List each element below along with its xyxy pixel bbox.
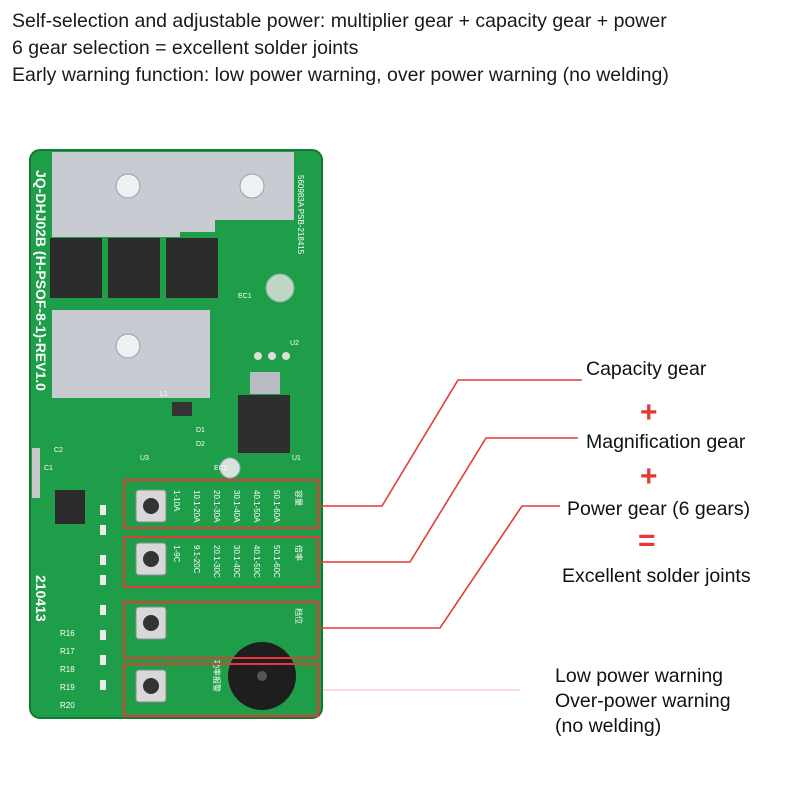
svg-text:倍率: 倍率 (294, 545, 304, 561)
svg-text:EC2: EC2 (214, 465, 228, 472)
mount-hole-1 (115, 173, 141, 199)
svg-text:EC1: EC1 (238, 293, 252, 300)
header-pins (32, 448, 40, 498)
svg-text:C1: C1 (44, 465, 53, 472)
header-text: Self-selection and adjustable power: mul… (12, 8, 669, 89)
inductor (172, 402, 192, 416)
svg-text:40.1-50C: 40.1-50C (252, 545, 261, 578)
svg-text:U1: U1 (292, 455, 301, 462)
button-4[interactable] (135, 669, 167, 703)
box-warning (123, 663, 319, 717)
callout-lines (318, 379, 582, 629)
callout-equals: = (638, 524, 656, 557)
chip-text: 560983A PSB-218415 (296, 175, 305, 255)
svg-text:R19: R19 (60, 683, 75, 692)
svg-text:R20: R20 (60, 701, 75, 710)
small-capacitor (219, 457, 241, 479)
callout-magnification: Magnification gear (586, 431, 746, 453)
svg-text:U2: U2 (290, 340, 299, 347)
svg-text:40.1-50A: 40.1-50A (252, 490, 261, 523)
electrolytic-capacitor (265, 273, 295, 303)
range-row-3: 档位 (294, 608, 304, 624)
svg-text:30.1-40C: 30.1-40C (232, 545, 241, 578)
svg-text:容量: 容量 (294, 490, 304, 506)
board-date-code: 210413 (33, 575, 49, 622)
box-capacity (123, 479, 319, 529)
svg-text:R18: R18 (60, 665, 75, 674)
regulator-tab (250, 372, 280, 394)
button-3[interactable] (135, 606, 167, 640)
warning-line-1: Low power warning (555, 665, 724, 687)
range-row-2: 1-9C 9.1-20C 20.1-30C 30.1-40C 40.1-50C … (172, 545, 304, 578)
svg-text:9.1-20C: 9.1-20C (192, 545, 201, 574)
callout-capacity: Capacity gear (586, 358, 707, 380)
box-power (123, 601, 319, 659)
callout-plus-2: + (640, 460, 658, 493)
board-model-text: JQ-DHJ02B (H-PSOF-8-1)-REV1.0 (33, 170, 49, 391)
svg-text:R17: R17 (60, 647, 75, 656)
mosfet-3 (166, 238, 218, 298)
svg-text:10.1-20A: 10.1-20A (192, 490, 201, 523)
svg-text:D2: D2 (196, 441, 205, 448)
mosfet-1 (50, 238, 102, 298)
header-line-1: Self-selection and adjustable power: mul… (12, 10, 667, 32)
resistor-labels: R16 R17 R18 R19 R20 (60, 629, 75, 710)
svg-text:50.1-60A: 50.1-60A (272, 490, 281, 523)
warning-line-2: Over-power warning (555, 690, 731, 712)
svg-text:功率报警: 功率报警 (212, 660, 222, 692)
svg-text:1-10A: 1-10A (172, 490, 181, 512)
component-labels: D1 D2 C1 C2 L1 EC1 EC2 U1 U2 U3 (44, 293, 301, 472)
button-2[interactable] (135, 542, 167, 576)
warning-line-3: (no welding) (555, 715, 662, 737)
ic-left (55, 490, 85, 524)
svg-text:20.1-30C: 20.1-30C (212, 545, 221, 578)
mount-hole-2 (239, 173, 265, 199)
svg-text:50.1-60C: 50.1-60C (272, 545, 281, 578)
svg-text:档位: 档位 (294, 608, 304, 624)
svg-text:20.1-30A: 20.1-30A (212, 490, 221, 523)
callout-plus-1: + (640, 396, 658, 429)
svg-text:D1: D1 (196, 427, 205, 434)
via-3 (282, 352, 290, 360)
led-indicators (100, 505, 106, 690)
svg-text:1-9C: 1-9C (172, 545, 181, 563)
callout-result: Excellent solder joints (562, 565, 751, 587)
header-line-2: 6 gear selection = excellent solder join… (12, 37, 359, 59)
range-row-4: 功率报警 (212, 660, 222, 692)
mount-hole-3 (115, 333, 141, 359)
copper-pad-main (52, 152, 180, 237)
callout-power: Power gear (6 gears) (567, 498, 751, 520)
header-line-3: Early warning function: low power warnin… (12, 64, 669, 86)
svg-text:30.1-40A: 30.1-40A (232, 490, 241, 523)
range-row-1: 1-10A 10.1-20A 20.1-30A 30.1-40A 40.1-50… (172, 490, 304, 523)
via-1 (254, 352, 262, 360)
svg-text:U3: U3 (140, 455, 149, 462)
regulator-chip (238, 395, 290, 453)
mosfet-2 (108, 238, 160, 298)
svg-text:C2: C2 (54, 447, 63, 454)
svg-text:R16: R16 (60, 629, 75, 638)
warning-text: Low power warning Over-power warning (no… (555, 664, 731, 739)
svg-text:L1: L1 (160, 391, 168, 398)
button-1[interactable] (135, 489, 167, 523)
via-2 (268, 352, 276, 360)
